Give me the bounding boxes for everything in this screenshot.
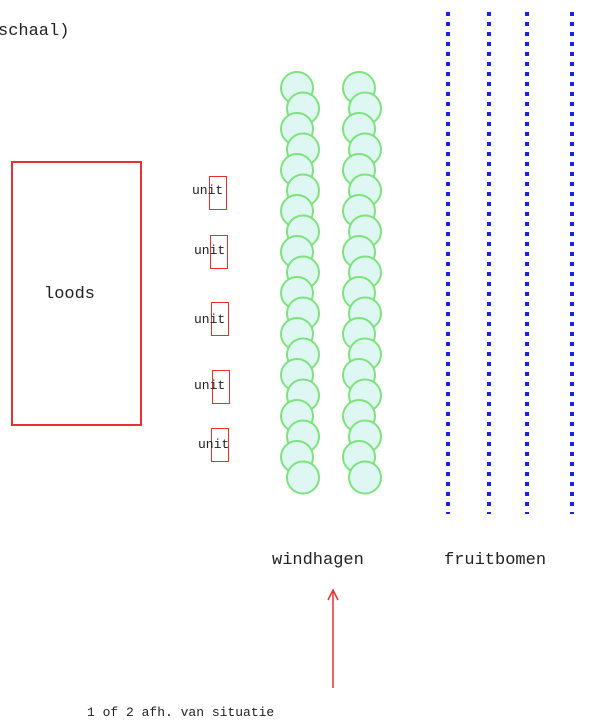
hedge-shrub <box>286 460 320 495</box>
windbreak-row <box>342 71 382 495</box>
unit-box <box>209 176 227 210</box>
indicator-arrow <box>327 588 339 688</box>
windbreak-hedges <box>280 71 382 495</box>
hedge-shrub <box>348 460 382 495</box>
unit-label: unit <box>194 312 226 327</box>
unit-label: unit <box>194 243 226 258</box>
arrow-head <box>327 588 339 601</box>
page-title: schaal) <box>0 22 70 41</box>
windbreak-row <box>280 71 320 495</box>
unit-box <box>211 428 229 462</box>
windbreaks-label: windhagen <box>272 551 364 570</box>
fruit-trees-label: fruitbomen <box>444 551 547 570</box>
building-outline <box>11 161 142 426</box>
unit-box <box>211 302 229 336</box>
unit-box <box>210 235 228 269</box>
unit-label: unit <box>198 437 230 452</box>
arrow-note: 1 of 2 afh. van situatie <box>87 705 275 720</box>
fruit-tree-rows <box>446 12 574 514</box>
unit-label: unit <box>194 378 226 393</box>
unit-box <box>212 370 230 404</box>
building-label: loods <box>44 285 96 304</box>
unit-label: unit <box>192 183 224 198</box>
